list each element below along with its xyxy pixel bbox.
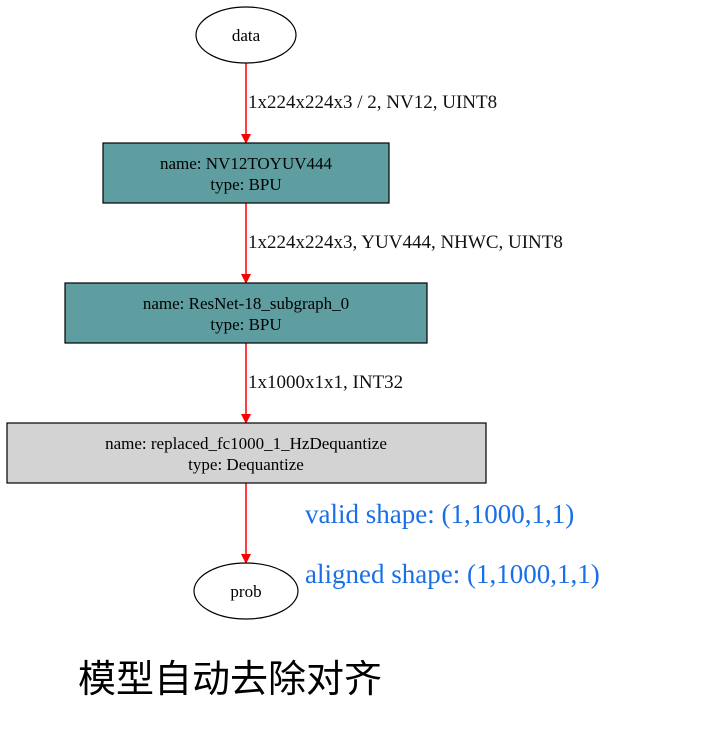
node-dequantize-name: name: replaced_fc1000_1_HzDequantize bbox=[105, 434, 387, 453]
node-data-label: data bbox=[232, 26, 261, 45]
node-resnet-subgraph-name: name: ResNet-18_subgraph_0 bbox=[143, 294, 349, 313]
node-resnet-subgraph-type: type: BPU bbox=[210, 315, 281, 334]
edge-label-nv12-to-resnet: 1x224x224x3, YUV444, NHWC, UINT8 bbox=[248, 232, 563, 253]
node-data bbox=[195, 6, 297, 64]
node-prob bbox=[193, 562, 299, 620]
node-dequantize bbox=[6, 422, 487, 484]
valid-shape-annotation: valid shape: (1,1000,1,1) bbox=[305, 499, 574, 529]
node-resnet-subgraph bbox=[64, 282, 428, 344]
aligned-shape-annotation: aligned shape: (1,1000,1,1) bbox=[305, 559, 600, 589]
caption-title: 模型自动去除对齐 bbox=[78, 657, 383, 701]
node-dequantize-type: type: Dequantize bbox=[188, 455, 304, 474]
node-nv12toyuv444 bbox=[102, 142, 390, 204]
edge-label-data-to-nv12: 1x224x224x3 / 2, NV12, UINT8 bbox=[248, 92, 497, 113]
edge-label-resnet-to-dequant: 1x1000x1x1, INT32 bbox=[248, 372, 403, 393]
node-nv12toyuv444-type: type: BPU bbox=[210, 175, 281, 194]
node-nv12toyuv444-name: name: NV12TOYUV444 bbox=[160, 154, 333, 173]
node-prob-label: prob bbox=[230, 582, 261, 601]
